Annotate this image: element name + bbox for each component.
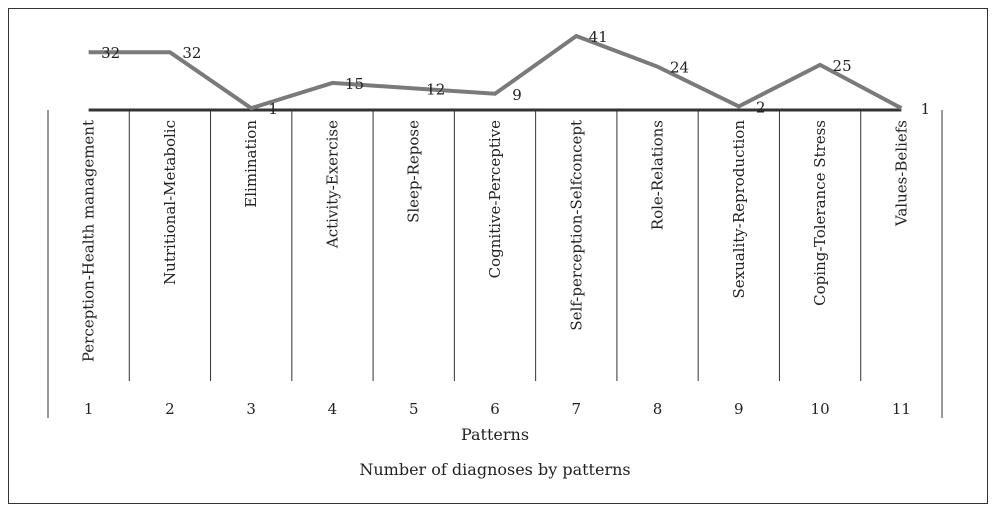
category-labels: Perception-Health management Nutritional-…: [80, 120, 911, 362]
x-tick-label: 9: [734, 400, 744, 418]
category-label: Nutritional-Metabolic: [161, 120, 179, 285]
category-label: Activity-Exercise: [323, 120, 341, 249]
chart-title: Number of diagnoses by patterns: [359, 460, 630, 479]
chart-frame: [8, 8, 988, 504]
category-label: Sexuality-Reproduction: [730, 120, 748, 299]
x-tick-label: 8: [653, 400, 663, 418]
data-label: 32: [182, 44, 201, 62]
category-label: Role-Relations: [649, 120, 667, 230]
category-label: Coping-Tolerance Stress: [811, 120, 829, 306]
category-label: Perception-Health management: [80, 120, 98, 362]
category-label: Values-Beliefs: [892, 120, 910, 227]
x-tick-label: 3: [246, 400, 256, 418]
data-label: 12: [426, 80, 445, 98]
category-label: Self-perception-Selfconcept: [567, 120, 585, 331]
data-label: 32: [101, 44, 120, 62]
x-tick-label: 10: [811, 400, 830, 418]
x-tick-label: 4: [328, 400, 338, 418]
series-line: [88, 33, 903, 111]
x-tick-label: 11: [892, 400, 911, 418]
category-label: Sleep-Repose: [405, 120, 423, 223]
data-label: 9: [512, 86, 522, 104]
x-tick-label: 6: [490, 400, 500, 418]
data-label: 24: [670, 59, 689, 77]
x-tick-label: 5: [409, 400, 419, 418]
x-tick-label: 1: [84, 400, 94, 418]
data-label: 25: [833, 57, 852, 75]
data-label: 2: [756, 98, 766, 116]
x-tick-label: 7: [571, 400, 581, 418]
x-tick-label: 2: [165, 400, 175, 418]
data-labels: 32 32 1 15 12 9 41 24 2 25 1: [101, 28, 930, 118]
data-label: 1: [268, 100, 278, 118]
data-label: 41: [589, 28, 608, 46]
data-label: 1: [921, 100, 931, 118]
category-label: Elimination: [242, 120, 260, 208]
x-tick-labels: 1 2 3 4 5 6 7 8 9 10 11: [84, 400, 911, 418]
category-label: Cognitive-Perceptive: [486, 120, 504, 278]
data-label: 15: [345, 75, 364, 93]
category-table: [47, 110, 943, 418]
x-axis-label: Patterns: [461, 425, 529, 444]
